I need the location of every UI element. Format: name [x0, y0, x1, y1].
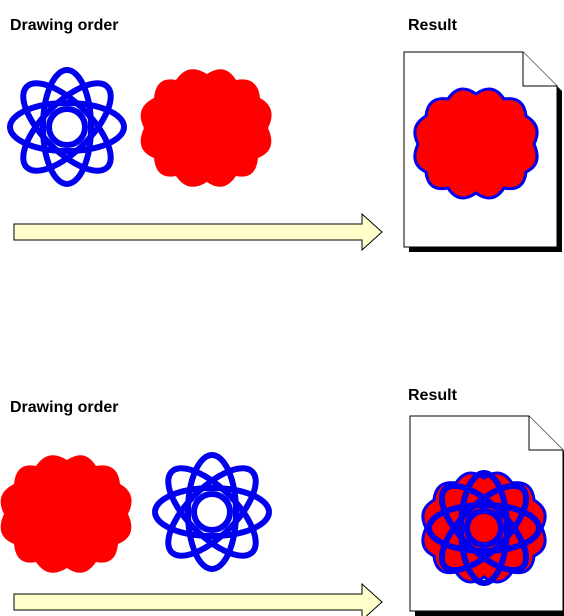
panel-1-stroke-flower [7, 67, 127, 187]
panel-1-filled-flower [140, 69, 272, 187]
panel-1: Drawing order Result [7, 17, 562, 252]
panel-2-result-label: Result [408, 387, 458, 404]
panel-2-stroke-flower [152, 452, 272, 572]
panel-1-arrow [13, 212, 383, 252]
panel-1-result-flower [413, 87, 539, 200]
panel-2-arrow [13, 582, 383, 616]
panel-1-result-label: Result [408, 17, 458, 34]
panel-1-drawing-order-label: Drawing order [10, 17, 118, 34]
panel-2-filled-flower [0, 455, 132, 573]
panel-2-drawing-order-label: Drawing order [10, 399, 118, 416]
panel-2-result-flower [421, 470, 547, 586]
panel-2: Drawing order Result [0, 387, 564, 616]
